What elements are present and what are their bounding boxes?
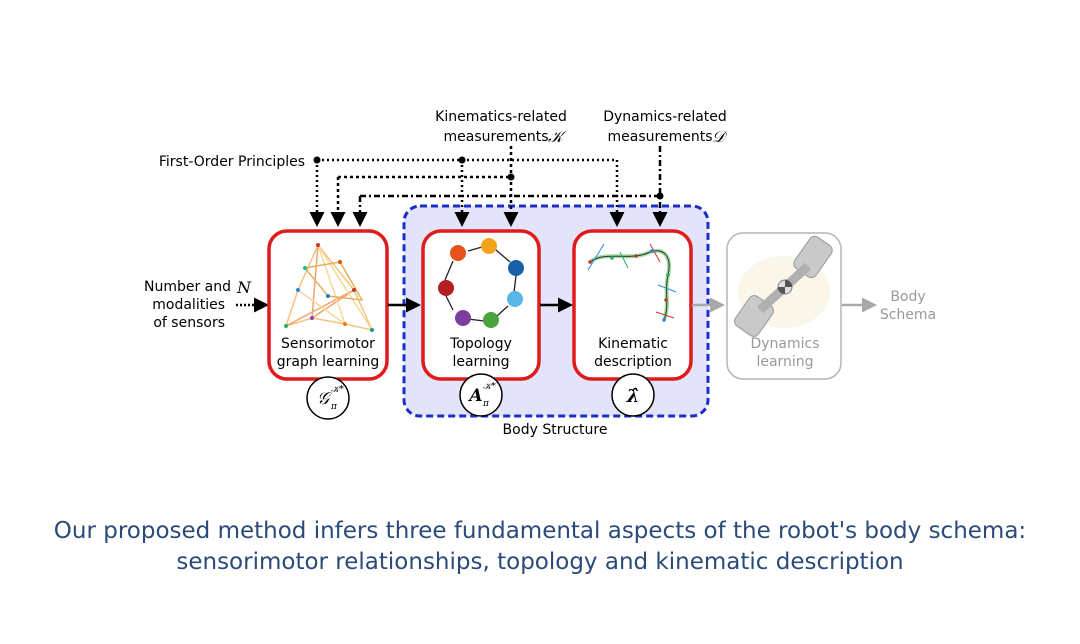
robot-link-icon — [734, 235, 833, 337]
kinematics-connectors — [330, 146, 519, 227]
figure-caption: Our proposed method infers three fundame… — [0, 516, 1080, 578]
sensorimotor-label-line1: Sensorimotor — [281, 336, 375, 352]
sensorimotor-block: Sensorimotor graph learning — [267, 229, 389, 381]
kinematic-chain-icon — [587, 243, 677, 322]
dynamics-symbol: 𝒟 — [712, 127, 728, 146]
topology-label-line1: Topology — [449, 336, 512, 352]
kinematic-label-line1: Kinematic — [598, 336, 668, 352]
sensorimotor-label-line2: graph learning — [277, 354, 380, 370]
kinematics-label-line2: measurements — [444, 129, 549, 145]
kinematics-node — [507, 173, 515, 181]
kinematics-label-line1: Kinematics-related — [435, 109, 567, 125]
kinematics-symbol: 𝒦 — [548, 127, 568, 146]
sensorimotor-symbol-badge: 𝒢 𝒦* π — [306, 376, 350, 420]
kinematic-symbol-badge: λ̂ — [611, 373, 655, 417]
dynamics-connectors — [352, 146, 668, 227]
topology-block: Topology learning — [421, 229, 541, 381]
topology-symbol-badge: A 𝒦* π — [459, 373, 503, 417]
sensors-label-line1: Number and — [144, 279, 231, 295]
output-label-line1: Body — [890, 289, 925, 305]
first-order-label: First-Order Principles — [159, 154, 305, 170]
first-order-connectors — [309, 158, 625, 227]
body-structure-label: Body Structure — [503, 422, 608, 438]
topology-label-line2: learning — [452, 354, 509, 370]
caption-line1: Our proposed method infers three fundame… — [53, 518, 1027, 544]
kinematic-symbol: λ̂ — [626, 386, 640, 407]
topology-symbol-sup: 𝒦* — [483, 382, 496, 392]
kinematic-block: Kinematic description — [572, 229, 693, 381]
output-label-line2: Schema — [880, 307, 936, 323]
dynamics-node — [656, 192, 664, 200]
sensorimotor-symbol-sup: 𝒦* — [331, 385, 344, 395]
caption-line2: sensorimotor relationships, topology and… — [176, 549, 904, 575]
dynamics-label-line2: measurements — [608, 129, 713, 145]
dynamics-label-line1: Dynamics-related — [603, 109, 727, 125]
topology-cycle-icon — [438, 238, 524, 328]
sensorimotor-symbol: 𝒢 — [317, 389, 332, 409]
sensorimotor-graph-icon — [284, 243, 374, 332]
sensors-label-line3: of sensors — [153, 315, 225, 331]
pipeline-diagram: Body Structure First-Order Principles Ki… — [144, 109, 936, 438]
sensorimotor-symbol-sub: π — [330, 402, 338, 412]
first-order-node-2 — [458, 156, 466, 164]
sensors-label-line2: modalities — [152, 297, 225, 313]
sensors-symbol: N — [236, 278, 252, 297]
first-order-node — [313, 156, 321, 164]
dynamics-block: Dynamics learning — [726, 232, 842, 380]
topology-symbol-sub: π — [482, 399, 490, 409]
dynamics-label-line1: Dynamics — [750, 336, 819, 352]
topology-symbol: A — [467, 386, 482, 406]
kinematic-label-line2: description — [594, 354, 672, 370]
dynamics-label-line2: learning — [756, 354, 813, 370]
